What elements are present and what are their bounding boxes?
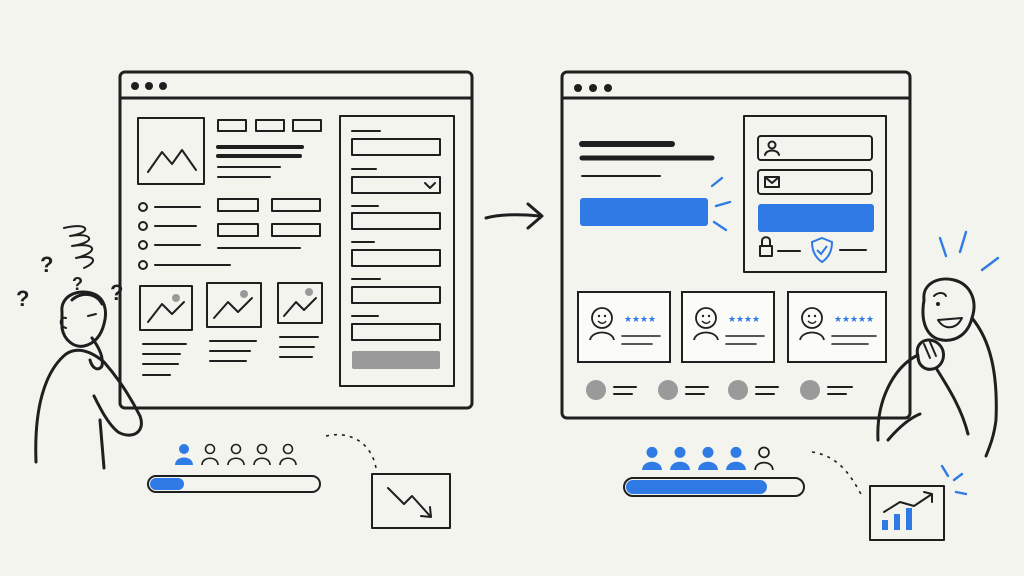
star-icon: ★: [632, 315, 640, 325]
image-placeholder-icon: [206, 282, 262, 328]
window-dots: [574, 84, 612, 92]
person-icon: [670, 446, 690, 470]
star-icon: ★: [648, 315, 656, 325]
person-icon: [201, 443, 219, 466]
star-icon: ★: [866, 315, 874, 325]
window-dots: [131, 82, 167, 90]
chevron-down-icon: [424, 182, 436, 189]
question-mark-icons: ? ? ? ?: [16, 252, 123, 311]
user-icon: [764, 140, 780, 156]
avatar: [589, 307, 615, 341]
star-icon: ★: [624, 315, 632, 325]
person-icon: [642, 446, 662, 470]
testimonial-card: ★★★★★: [787, 291, 887, 363]
clean-headline: [579, 141, 715, 177]
product-cards: [139, 282, 323, 376]
left-users-row: [175, 443, 297, 466]
testimonial-card: ★★★★: [681, 291, 775, 363]
avatar: [693, 307, 719, 341]
name-field[interactable]: [757, 135, 873, 161]
image-placeholder-icon: [137, 117, 205, 185]
scribble-stress-icon: [63, 225, 94, 269]
svg-text:?: ?: [40, 252, 53, 277]
star-icon: ★: [850, 315, 858, 325]
confused-person: ? ? ? ?: [16, 225, 143, 470]
svg-text:?: ?: [16, 286, 29, 311]
image-placeholder-icon: [277, 282, 323, 324]
long-form-panel: [339, 115, 455, 387]
person-icon: [754, 446, 774, 471]
arrow-right-icon: [484, 202, 544, 230]
signup-submit-button[interactable]: [758, 204, 874, 232]
disabled-submit-button: [352, 351, 440, 369]
cta-emphasis-marks: [710, 176, 732, 232]
star-icon: ★: [744, 315, 752, 325]
left-progress-bar: [147, 475, 321, 493]
person-icon: [253, 443, 271, 466]
person-icon: [726, 446, 746, 470]
testimonial-card: ★★★★: [577, 291, 671, 363]
primary-cta-button[interactable]: [580, 198, 708, 226]
cluttered-browser-window: [118, 70, 474, 410]
cluttered-text-block: [216, 145, 304, 178]
person-icon: [175, 444, 193, 465]
lock-icon: [759, 236, 773, 257]
svg-text:?: ?: [72, 274, 83, 294]
trust-avatar-row: [586, 380, 853, 400]
trend-up-icon: [869, 464, 968, 541]
testimonial-cards: ★★★★★★★★★★★★★: [577, 291, 887, 363]
image-placeholder-icon: [139, 285, 193, 331]
envelope-icon: [764, 176, 780, 188]
star-icon: ★: [834, 315, 842, 325]
person-icon: [698, 446, 718, 470]
right-progress-bar: [623, 477, 805, 497]
svg-text:?: ?: [110, 280, 123, 305]
star-icon: ★: [858, 315, 866, 325]
star-icon: ★: [736, 315, 744, 325]
excitement-marks: [938, 230, 1000, 272]
star-icon: ★: [842, 315, 850, 325]
person-icon: [279, 443, 297, 466]
person-icon: [227, 443, 245, 466]
star-icon: ★: [728, 315, 736, 325]
shield-check-icon: [810, 236, 834, 264]
trend-down-icon: [371, 473, 451, 529]
avatar: [799, 307, 825, 341]
clean-browser-window: ★★★★★★★★★★★★★: [560, 70, 912, 420]
nav-buttons: [217, 119, 322, 132]
email-field[interactable]: [757, 169, 873, 195]
happy-person: [876, 230, 1000, 458]
signup-form: [743, 115, 887, 273]
right-users-row: [642, 446, 774, 471]
star-icon: ★: [640, 315, 648, 325]
star-icon: ★: [752, 315, 760, 325]
radio-option-list: [138, 198, 321, 270]
